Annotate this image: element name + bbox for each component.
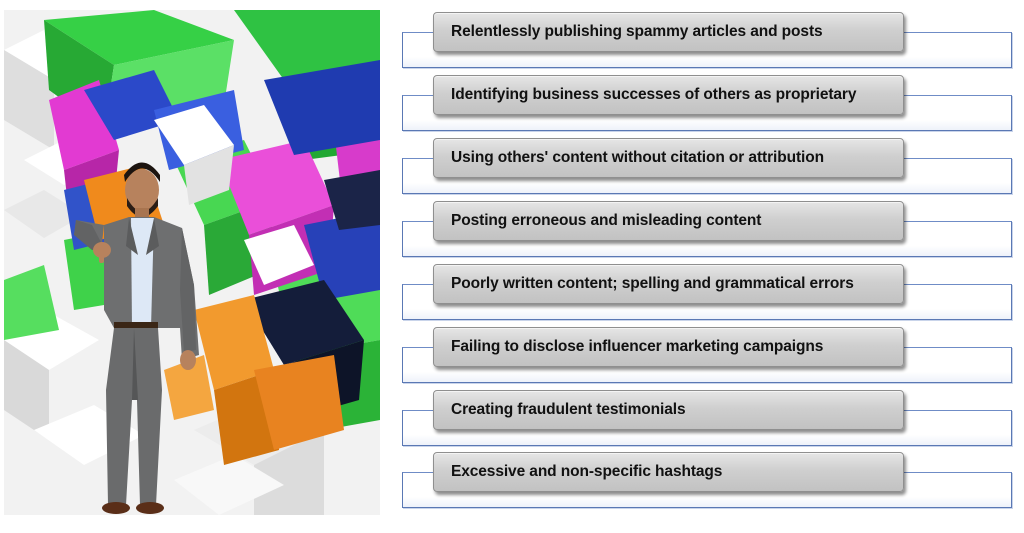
list-item-3: Using others' content without citation o…	[402, 138, 1014, 196]
illustration-panel	[4, 10, 380, 515]
item-label: Using others' content without citation o…	[451, 149, 824, 166]
item-label: Poorly written content; spelling and gra…	[451, 275, 854, 292]
list-item-1: Relentlessly publishing spammy articles …	[402, 12, 1014, 70]
list-item-4: Posting erroneous and misleading content	[402, 201, 1014, 259]
list-item-6: Failing to disclose influencer marketing…	[402, 327, 1014, 385]
item-label-box: Failing to disclose influencer marketing…	[433, 327, 904, 367]
item-label: Creating fraudulent testimonials	[451, 401, 686, 418]
item-label-box: Identifying business successes of others…	[433, 75, 904, 115]
list-item-5: Poorly written content; spelling and gra…	[402, 264, 1014, 322]
item-label-box: Relentlessly publishing spammy articles …	[433, 12, 904, 52]
item-label-box: Using others' content without citation o…	[433, 138, 904, 178]
item-label-box: Posting erroneous and misleading content	[433, 201, 904, 241]
item-label-box: Excessive and non-specific hashtags	[433, 452, 904, 492]
item-label: Excessive and non-specific hashtags	[451, 463, 723, 480]
item-label: Failing to disclose influencer marketing…	[451, 338, 824, 355]
item-label: Identifying business successes of others…	[451, 86, 857, 103]
person-figure	[74, 162, 199, 514]
list-item-8: Excessive and non-specific hashtags	[402, 452, 1014, 510]
cubes-and-person-illustration	[4, 10, 380, 515]
item-label: Posting erroneous and misleading content	[451, 212, 762, 229]
list-item-2: Identifying business successes of others…	[402, 75, 1014, 133]
item-label-box: Poorly written content; spelling and gra…	[433, 264, 904, 304]
item-label: Relentlessly publishing spammy articles …	[451, 23, 823, 40]
list-item-7: Creating fraudulent testimonials	[402, 390, 1014, 448]
item-label-box: Creating fraudulent testimonials	[433, 390, 904, 430]
